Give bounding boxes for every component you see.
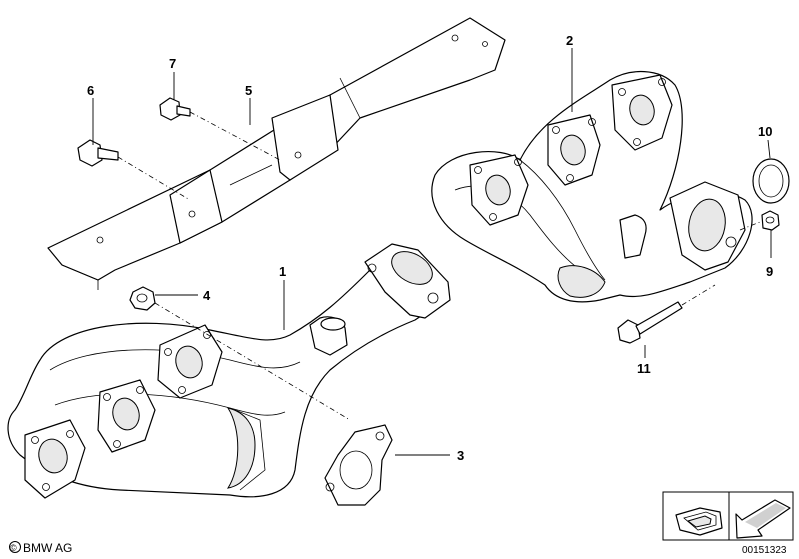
callout-3: 3 — [457, 448, 464, 463]
leader-lines — [92, 48, 772, 456]
exhaust-manifold-rear — [431, 70, 753, 303]
heat-shield — [47, 17, 506, 290]
arrow-icon — [735, 499, 791, 539]
footer: © BMW AG 00151323 — [9, 541, 787, 556]
callout-9: 9 — [766, 264, 773, 279]
callout-11: 11 — [637, 361, 651, 376]
assembly-lines — [117, 111, 761, 421]
callout-10: 10 — [758, 124, 772, 139]
callout-4: 4 — [203, 288, 211, 303]
nut-4 — [129, 286, 156, 311]
hex-bolt-6 — [77, 139, 119, 167]
brand-label: BMW AG — [23, 541, 72, 555]
exhaust-manifold-front — [7, 243, 451, 499]
callout-6: 6 — [87, 83, 94, 98]
sealing-ring — [752, 158, 790, 204]
callout-5: 5 — [245, 83, 252, 98]
clip-part-8 — [675, 507, 723, 536]
copyright-symbol: © — [10, 543, 17, 553]
gasket — [324, 424, 393, 506]
diagram-number: 00151323 — [742, 545, 787, 556]
callout-2: 2 — [566, 33, 573, 48]
nut-9 — [761, 210, 780, 231]
inset-box — [662, 491, 794, 541]
callout-1: 1 — [279, 264, 286, 279]
stud-bolt-11 — [617, 301, 683, 344]
callout-7: 7 — [169, 56, 176, 71]
hex-bolt-7 — [159, 97, 191, 121]
